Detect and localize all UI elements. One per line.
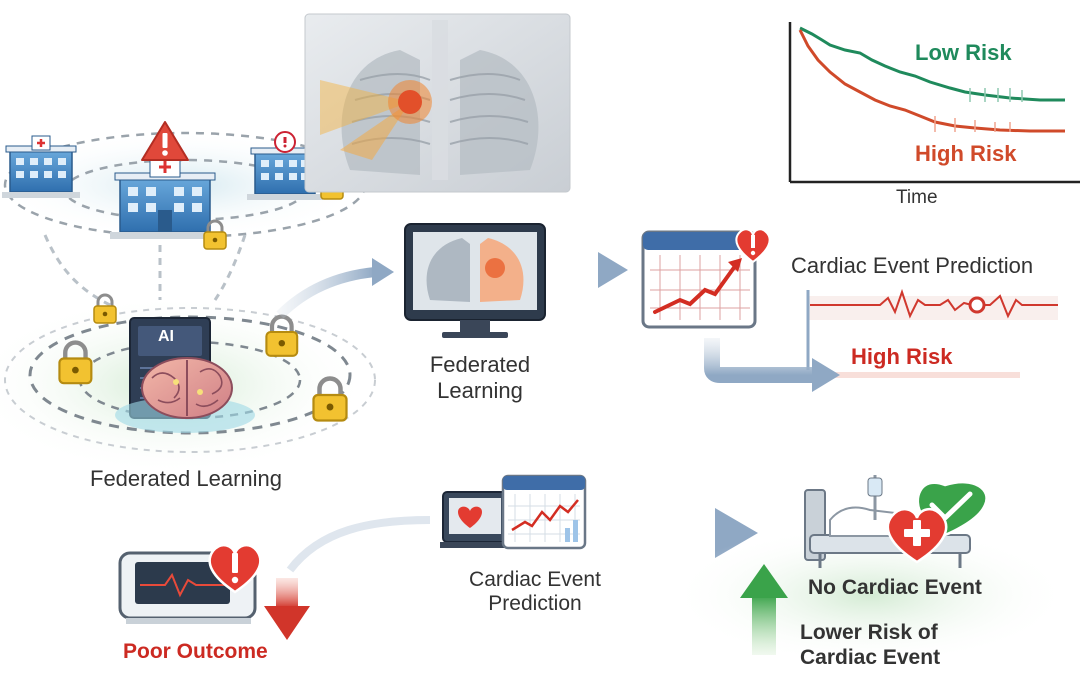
chest-xray-image — [304, 13, 571, 193]
up-arrow-icon — [740, 564, 788, 655]
arrow-outcome-to-prediction — [286, 516, 431, 573]
arrow-head-network-to-monitor — [372, 258, 394, 286]
federated-learning-network-label: Federated Learning — [90, 466, 283, 491]
chart-x-axis-label: Time — [896, 187, 938, 208]
poor-outcome-label: Poor Outcome — [123, 640, 268, 663]
high-risk-underline — [820, 372, 1020, 378]
connector-right — [213, 234, 247, 301]
network-ring-faint — [4, 307, 376, 453]
chart-legend-low-risk: Low Risk — [915, 40, 1012, 65]
lower-risk-label: Lower Risk of Cardiac Event — [800, 620, 940, 670]
flow-arrows — [276, 252, 840, 573]
series-line-high-risk — [798, 29, 1065, 133]
brain-icon — [141, 357, 233, 419]
heart-alert-icon — [208, 543, 262, 594]
federated-learning-monitor-label: Federated Learning — [425, 352, 535, 404]
heart-plus-icon — [886, 508, 948, 564]
padlock-icon — [93, 293, 117, 324]
monitor-icon — [404, 223, 546, 338]
cardiac-event-prediction-bottom-line2: Prediction — [488, 592, 582, 615]
monitor-icon — [440, 491, 510, 548]
arrow-network-to-monitor — [276, 267, 376, 319]
padlock-icon — [312, 376, 348, 422]
warning-triangle-icon — [141, 121, 189, 161]
down-arrow-icon — [264, 578, 310, 640]
arrow-head-prediction-to-outcome — [715, 508, 758, 558]
cardiac-event-prediction-bottom-label: Cardiac Event Prediction — [450, 568, 620, 616]
lower-risk-line2: Cardiac Event — [800, 646, 941, 669]
series-line-low-risk — [799, 26, 1065, 102]
cardiac-event-prediction-top-label: Cardiac Event Prediction — [791, 253, 1034, 278]
hospital-building-icon — [2, 135, 80, 198]
calendar-chart-icon — [641, 230, 757, 329]
high-risk-result-label: High Risk — [851, 344, 953, 369]
survival-chart — [788, 22, 1080, 184]
connector-left — [43, 234, 111, 307]
padlock-icon — [203, 219, 227, 250]
calendar-chart-icon — [501, 474, 587, 550]
padlock-icon — [58, 340, 93, 385]
series-censor-low-risk — [969, 88, 1023, 102]
arrow-head-monitor-to-calendar — [598, 252, 628, 288]
series-censor-high-risk — [934, 116, 1011, 132]
heart-alert-icon — [735, 228, 771, 264]
ecg-waveform — [806, 288, 1058, 370]
lower-risk-line1: Lower Risk of — [800, 621, 938, 644]
federated-learning-monitor-line1: Federated — [429, 352, 531, 377]
ai-badge-label: AI — [158, 328, 174, 345]
chart-legend-high-risk: High Risk — [915, 141, 1017, 166]
arrow-head-calendar-to-high-risk — [812, 358, 840, 392]
federated-learning-monitor-line2: Learning — [437, 378, 523, 403]
cardiac-event-prediction-bottom-line1: Cardiac Event — [469, 568, 601, 591]
arrow-calendar-to-high-risk — [704, 338, 815, 383]
no-cardiac-event-label: No Cardiac Event — [808, 576, 982, 599]
hospital-building-icon — [110, 156, 220, 239]
